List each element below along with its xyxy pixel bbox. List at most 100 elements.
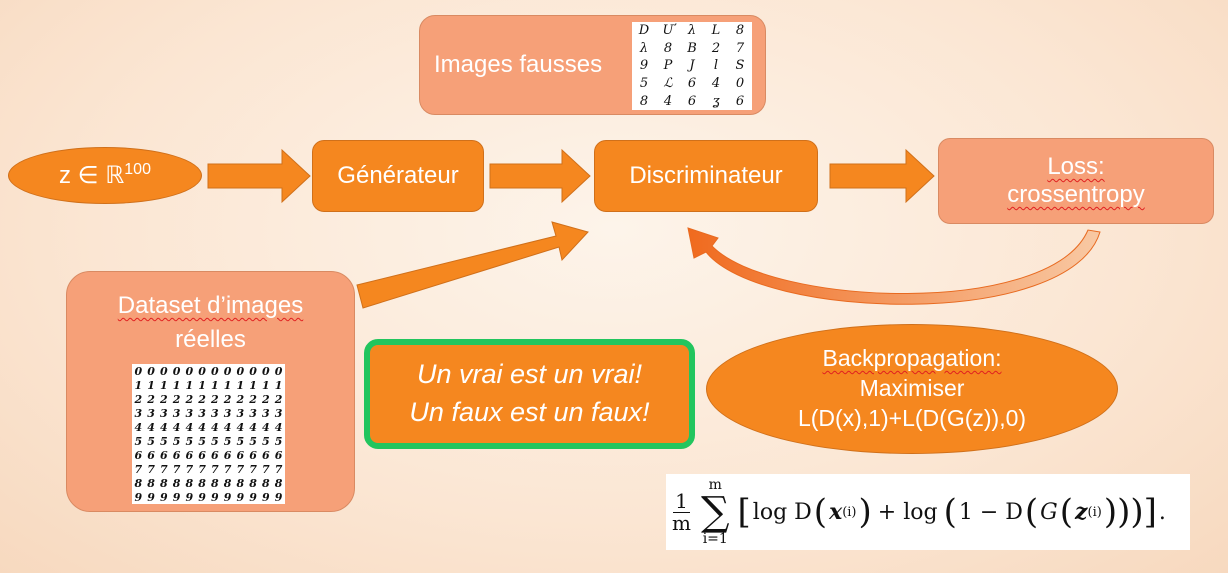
digit-glyph: 7 [211, 462, 219, 476]
digit-glyph: 0 [160, 364, 168, 378]
digit-glyph: 5 [172, 434, 181, 448]
digit-glyph: B [687, 40, 697, 56]
digit-glyph: J [689, 58, 695, 74]
digit-glyph: 4 [223, 420, 232, 434]
digit-glyph: 5 [262, 434, 270, 448]
digit-glyph: 2 [147, 392, 155, 406]
digit-glyph: ʓ [712, 93, 720, 109]
arrow-loss-to-discriminator-curve [687, 227, 1101, 305]
digit-glyph: 6 [249, 448, 257, 462]
latent-z-node: z ∈ ℝ100 [8, 147, 202, 204]
digit-glyph: 8 [663, 40, 673, 56]
digit-glyph: 5 [211, 434, 219, 448]
digit-glyph: 2 [711, 40, 721, 56]
digit-glyph: l [713, 58, 719, 74]
digit-glyph: D [638, 23, 650, 39]
generator-label: Générateur [337, 162, 459, 189]
digit-glyph: 7 [134, 462, 143, 476]
digit-glyph: 8 [185, 476, 194, 490]
digit-glyph: 0 [211, 364, 219, 378]
digit-glyph: 2 [211, 392, 219, 406]
digit-glyph: 9 [172, 490, 181, 504]
digit-glyph: 4 [134, 420, 143, 434]
digit-glyph: 3 [262, 406, 270, 420]
digit-glyph: 3 [172, 406, 181, 420]
digit-glyph: 4 [160, 420, 168, 434]
dataset-label-line1: Dataset d’images [117, 292, 304, 319]
digit-glyph: 2 [160, 392, 168, 406]
digit-glyph: 1 [262, 378, 270, 392]
digit-glyph: 6 [172, 448, 181, 462]
digit-glyph: 5 [198, 434, 206, 448]
digit-glyph: 7 [236, 462, 245, 476]
formula-fraction: 1 m [672, 488, 691, 535]
digit-glyph: 9 [236, 490, 245, 504]
digit-glyph: 9 [198, 490, 206, 504]
latent-z-label: z ∈ ℝ100 [59, 161, 151, 189]
digit-glyph: 7 [198, 462, 206, 476]
message-line2: Un faux est un faux! [409, 397, 650, 427]
digit-glyph: 6 [185, 448, 194, 462]
digit-glyph: 7 [172, 462, 181, 476]
digit-glyph: 6 [687, 93, 697, 109]
digit-glyph: 7 [185, 462, 194, 476]
digit-glyph: 1 [160, 378, 168, 392]
digit-glyph: 6 [223, 448, 232, 462]
digit-glyph: 0 [172, 364, 181, 378]
digit-glyph: 3 [147, 406, 155, 420]
digit-glyph: 7 [147, 462, 155, 476]
digit-glyph: 2 [223, 392, 232, 406]
digit-glyph: 3 [198, 406, 206, 420]
digit-glyph: 7 [223, 462, 232, 476]
arrow-dataset-to-discriminator [356, 221, 589, 309]
digit-glyph: 8 [160, 476, 168, 490]
digit-glyph: 8 [147, 476, 155, 490]
digit-glyph: λ [639, 40, 649, 56]
digit-glyph: 9 [185, 490, 194, 504]
digit-glyph: 4 [147, 420, 155, 434]
digit-glyph: 1 [211, 378, 219, 392]
digit-glyph: 9 [639, 58, 649, 74]
arrow-z-to-generator [207, 148, 311, 204]
digit-glyph: 1 [236, 378, 245, 392]
digit-glyph: 2 [172, 392, 181, 406]
digit-glyph: λ [687, 23, 697, 39]
digit-glyph: 3 [274, 406, 283, 420]
digit-glyph: 0 [185, 364, 194, 378]
digit-glyph: 1 [185, 378, 194, 392]
message-box: Un vrai est un vrai! Un faux est un faux… [364, 339, 695, 449]
digit-glyph: 0 [262, 364, 270, 378]
digit-glyph: 8 [198, 476, 206, 490]
digit-glyph: 4 [211, 420, 219, 434]
digit-glyph: 2 [198, 392, 206, 406]
generator-node: Générateur [312, 140, 484, 212]
digit-glyph: 6 [274, 448, 283, 462]
digit-glyph: 8 [211, 476, 219, 490]
loss-label-line2: crossentropy [1007, 181, 1145, 208]
digit-glyph: S [735, 58, 745, 74]
digit-glyph: 2 [185, 392, 194, 406]
digit-glyph: 0 [735, 76, 745, 92]
digit-glyph: 5 [236, 434, 245, 448]
discriminator-label: Discriminateur [629, 162, 783, 189]
digit-glyph: 7 [274, 462, 283, 476]
digit-glyph: 9 [147, 490, 155, 504]
digit-glyph: 0 [274, 364, 283, 378]
digit-glyph: 2 [134, 392, 143, 406]
digit-glyph: 5 [147, 434, 155, 448]
digit-glyph: 8 [639, 93, 649, 109]
digit-glyph: 2 [274, 392, 283, 406]
digit-glyph: 9 [262, 490, 270, 504]
digit-glyph: 3 [160, 406, 168, 420]
backprop-node: Backpropagation: Maximiser L(D(x),1)+L(D… [706, 324, 1118, 454]
digit-glyph: 9 [249, 490, 257, 504]
digit-glyph: 3 [249, 406, 257, 420]
digit-glyph: 8 [172, 476, 181, 490]
digit-glyph: 4 [185, 420, 194, 434]
digit-glyph: 4 [711, 76, 721, 92]
digit-glyph: Ư [662, 23, 674, 39]
digit-glyph: 0 [249, 364, 257, 378]
digit-glyph: 6 [735, 93, 745, 109]
digit-glyph: 6 [262, 448, 270, 462]
